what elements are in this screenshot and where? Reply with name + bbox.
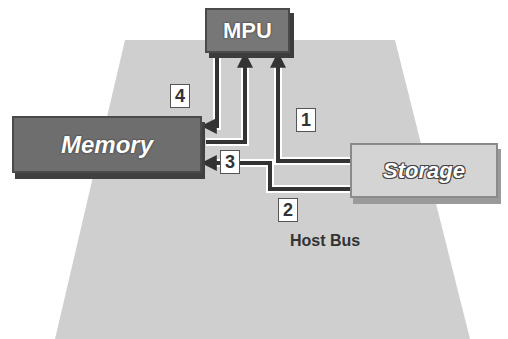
connector-outline (206, 59, 245, 142)
connector-outline (208, 57, 217, 126)
node-label: MPU (223, 18, 272, 44)
connector-outline (278, 59, 350, 161)
storage-box: Storage (350, 143, 498, 198)
node-label: Memory (61, 131, 153, 159)
bus-arrow (208, 57, 217, 126)
bus-label: Host Bus (288, 232, 362, 250)
callout-number: 1 (296, 108, 316, 132)
memory-box: Memory (12, 116, 202, 173)
node-label: Storage (383, 158, 465, 184)
callout-number: 3 (220, 150, 240, 174)
bus-arrow (278, 59, 350, 161)
callout-number: 2 (278, 198, 298, 222)
callout-number: 4 (170, 84, 190, 108)
processor-box: MPU (205, 8, 290, 53)
bus-arrow (206, 59, 245, 142)
